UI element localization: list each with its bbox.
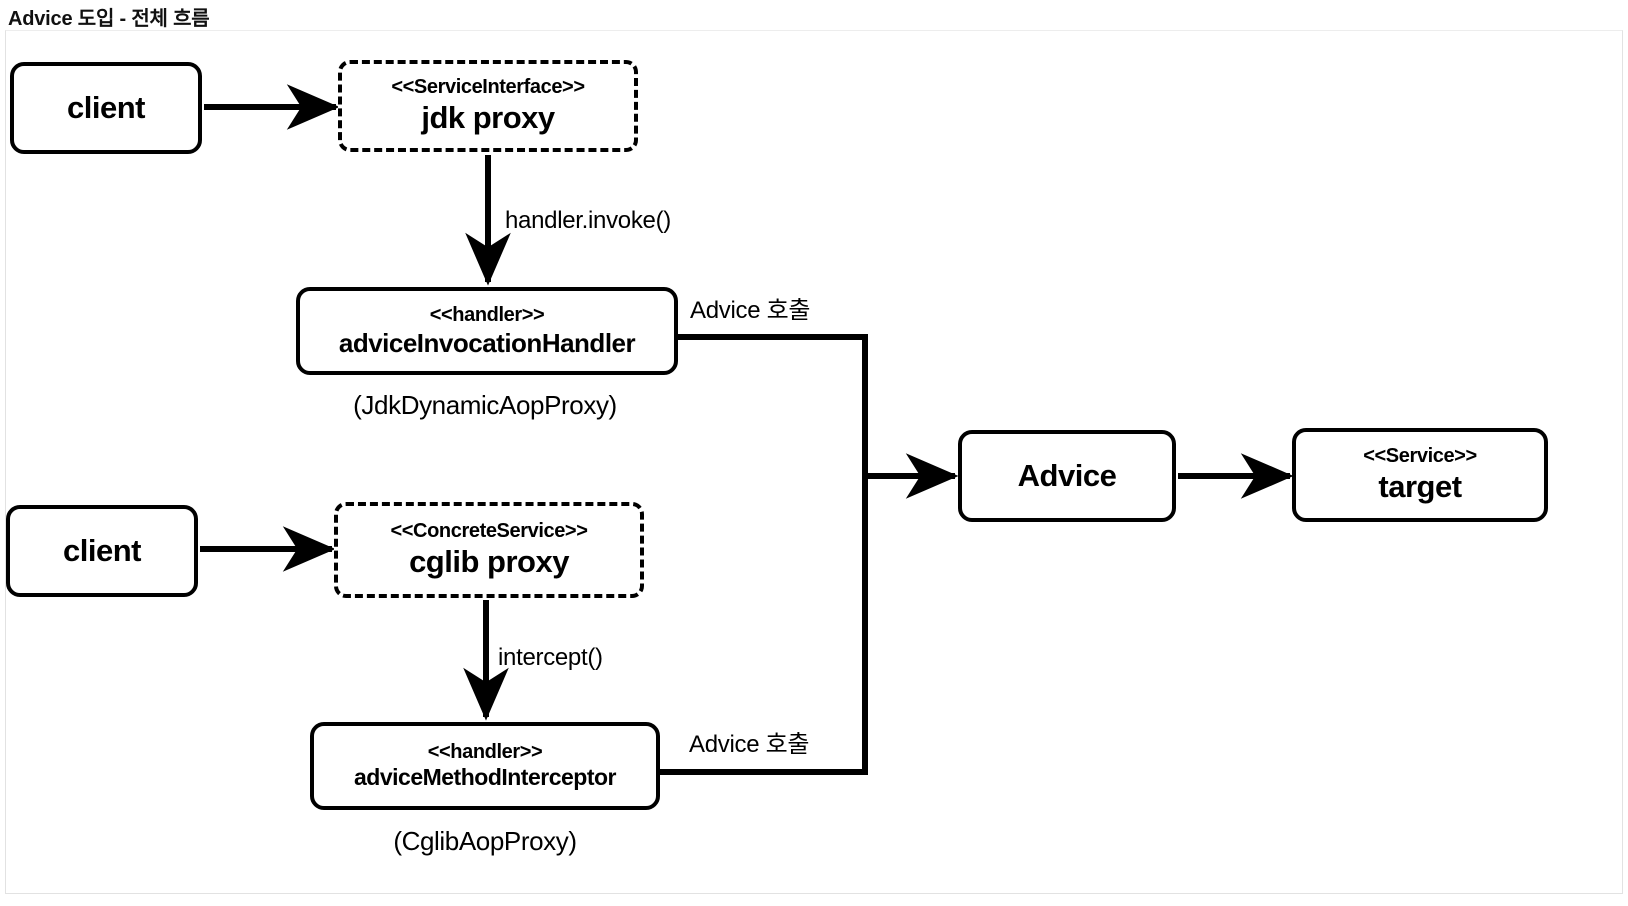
node-label: jdk proxy bbox=[421, 100, 555, 136]
node-label: cglib proxy bbox=[409, 544, 569, 580]
node-label: client bbox=[63, 533, 141, 569]
edge-label-advice-call-bottom: Advice 호출 bbox=[689, 731, 810, 758]
edge-method-interceptor-to-advice bbox=[660, 476, 868, 775]
edge-label-handler-invoke: handler.invoke() bbox=[505, 207, 671, 234]
node-label: target bbox=[1378, 469, 1462, 505]
node-label: client bbox=[67, 90, 145, 126]
caption-cglib-aop-proxy: (CglibAopProxy) bbox=[393, 826, 577, 856]
node-advice-method-interceptor[interactable]: <<handler>> adviceMethodInterceptor bbox=[310, 722, 660, 810]
node-client-bottom[interactable]: client bbox=[6, 505, 198, 597]
node-advice-invocation-handler[interactable]: <<handler>> adviceInvocationHandler bbox=[296, 287, 678, 375]
node-client-top[interactable]: client bbox=[10, 62, 202, 154]
node-cglib-proxy[interactable]: <<ConcreteService>> cglib proxy bbox=[334, 502, 644, 598]
node-label: Advice bbox=[1017, 458, 1117, 494]
edge-label-advice-call-top: Advice 호출 bbox=[690, 297, 811, 324]
node-stereotype: <<ServiceInterface>> bbox=[391, 76, 585, 99]
node-stereotype: <<ConcreteService>> bbox=[390, 520, 588, 543]
node-label: adviceMethodInterceptor bbox=[354, 764, 617, 791]
edge-label-intercept: intercept() bbox=[498, 644, 603, 671]
node-advice[interactable]: Advice bbox=[958, 430, 1176, 522]
caption-jdk-dynamic-aop-proxy: (JdkDynamicAopProxy) bbox=[353, 390, 617, 420]
node-stereotype: <<handler>> bbox=[427, 740, 543, 763]
edge-invocation-handler-to-advice bbox=[678, 334, 868, 476]
node-stereotype: <<Service>> bbox=[1363, 445, 1477, 468]
node-target[interactable]: <<Service>> target bbox=[1292, 428, 1548, 522]
node-jdk-proxy[interactable]: <<ServiceInterface>> jdk proxy bbox=[338, 60, 638, 152]
node-stereotype: <<handler>> bbox=[429, 304, 545, 327]
node-label: adviceInvocationHandler bbox=[338, 327, 636, 358]
page-title: Advice 도입 - 전체 흐름 bbox=[8, 8, 210, 30]
